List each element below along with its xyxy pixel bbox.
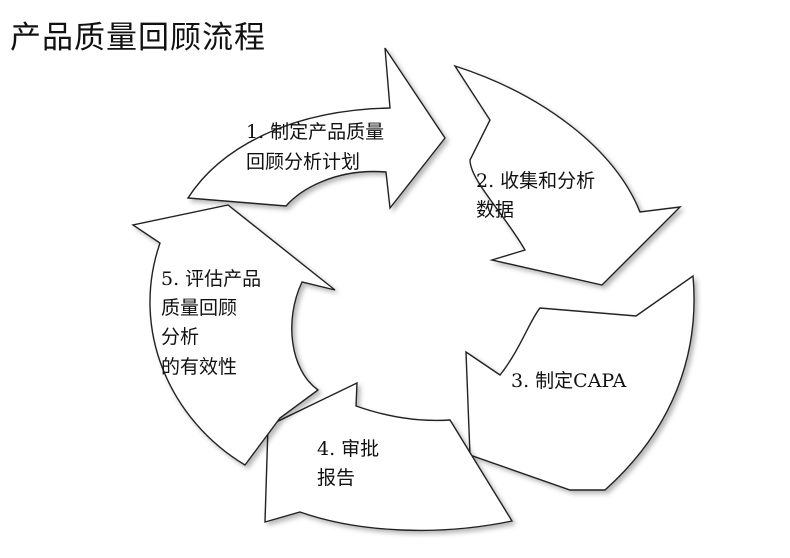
step-2-label-line-2: 数据 (476, 199, 514, 221)
step-1-label: 1. 制定产品质量 回顾分析计划 (246, 121, 390, 173)
step-4-label-line-2: 报告 (317, 467, 355, 489)
step-4-arrow: 4. 审批 报告 (264, 381, 514, 532)
step-1-label-line-2: 回顾分析计划 (246, 151, 360, 173)
step-2-label-line-1: 2. 收集和分析 (476, 170, 595, 192)
step-5-label-line-3: 分析 (161, 326, 199, 348)
step-5-label-line-2: 质量回顾 (161, 297, 237, 319)
page-title: 产品质量回顾流程 (10, 20, 266, 56)
step-4-label-line-1: 4. 审批 (317, 438, 379, 460)
step-5-label-line-1: 5. 评估产品 (161, 268, 261, 290)
step-1-label-line-1: 1. 制定产品质量 (246, 121, 384, 143)
step-5-label: 5. 评估产品 质量回顾 分析 的有效性 (161, 268, 267, 378)
step-3-label-line-1: 3. 制定CAPA (511, 370, 626, 392)
step-2-label: 2. 收集和分析 数据 (476, 170, 601, 221)
step-4-label: 4. 审批 报告 (317, 438, 385, 489)
step-3-label: 3. 制定CAPA (511, 370, 626, 392)
step-2-arrow: 2. 收集和分析 数据 (453, 64, 682, 286)
step-5-arrow: 5. 评估产品 质量回顾 分析 的有效性 (131, 204, 336, 466)
step-3-arrow: 3. 制定CAPA (465, 274, 695, 491)
step-1-arrow: 1. 制定产品质量 回顾分析计划 (186, 47, 446, 210)
step-5-label-line-4: 的有效性 (161, 356, 237, 378)
